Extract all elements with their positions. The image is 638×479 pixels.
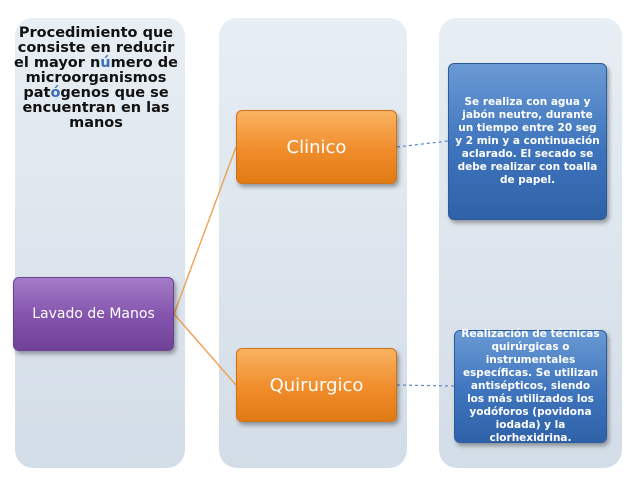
column-panel-left <box>15 18 185 468</box>
heading-accent-2: ó <box>50 85 61 101</box>
connector-clinico-desc <box>396 140 449 148</box>
heading-text-3: genos que se encuentran en las manos <box>22 85 170 131</box>
definition-heading: Procedimiento que consiste en reducir el… <box>8 26 184 131</box>
branch-node-clinico-label: Clinico <box>286 136 347 158</box>
branch-node-quirurgico-label: Quirurgico <box>269 374 364 396</box>
heading-text-2: mero de microorganismos pat <box>23 55 178 101</box>
heading-text-1: Procedimiento que consiste en reducir el… <box>14 25 175 71</box>
leaf-node-clinico-description: Se realiza con agua y jabón neutro, dura… <box>448 63 607 220</box>
leaf-node-quirurgico-description: Realización de técnicas quirúrgicas o in… <box>454 328 607 444</box>
leaf-node-quirurgico-text: Realización de técnicas quirúrgicas o in… <box>461 328 600 444</box>
branch-node-clinico: Clinico <box>236 110 397 184</box>
connector-root-quirurgico <box>173 313 237 386</box>
root-node-lavado-de-manos: Lavado de Manos <box>13 277 174 351</box>
root-node-label: Lavado de Manos <box>32 306 155 322</box>
branch-node-quirurgico: Quirurgico <box>236 348 397 422</box>
leaf-node-clinico-text: Se realiza con agua y jabón neutro, dura… <box>455 96 600 186</box>
heading-accent-1: ú <box>100 55 111 71</box>
connector-root-clinico <box>173 146 237 315</box>
connector-quirurgico-desc <box>396 384 455 387</box>
